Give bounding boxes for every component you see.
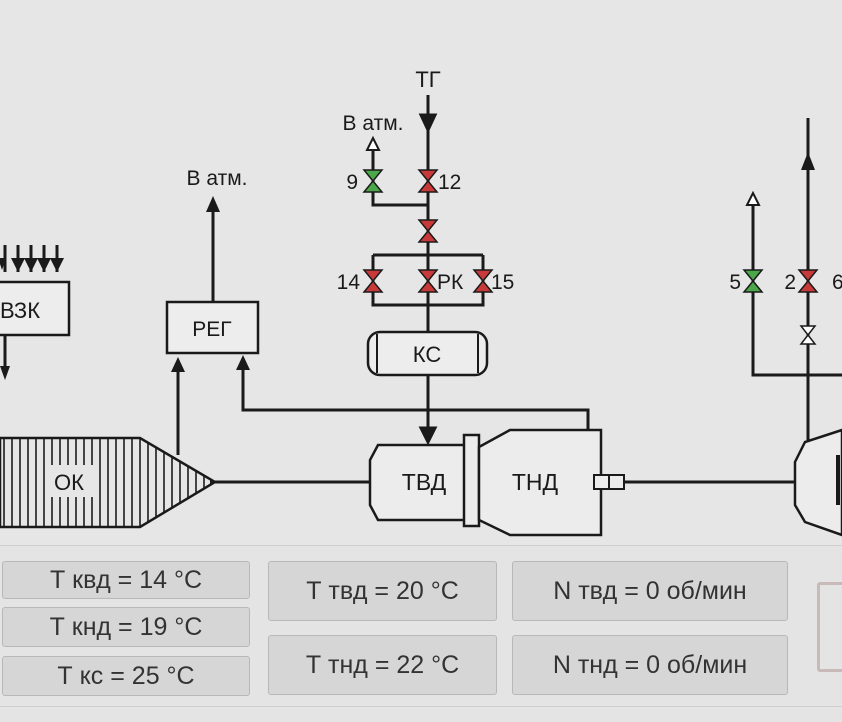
- label-valve-14: 14: [337, 271, 361, 294]
- readout-t-tvd: Т твд = 20 °С: [268, 561, 497, 621]
- label-valve-6: 6: [832, 271, 842, 294]
- label-atm-top: В атм.: [343, 112, 404, 135]
- label-tnd: ТНД: [512, 469, 559, 495]
- valve-9-icon: [362, 169, 384, 193]
- valve-middle-icon: [417, 219, 439, 243]
- label-reg: РЕГ: [192, 318, 231, 341]
- readout-t-kvd: Т квд = 14 °С: [2, 561, 250, 599]
- label-ks: КС: [413, 342, 442, 367]
- label-valve-5: 5: [729, 271, 741, 294]
- gas-turbine-scheme: ТГ В атм. В атм. ВЗК РЕГ КС ОК ТВД ТНД 9…: [0, 67, 842, 537]
- label-valve-12: 12: [438, 171, 461, 194]
- readout-t-tnd: Т тнд = 22 °С: [268, 635, 497, 695]
- label-tg: ТГ: [415, 67, 440, 92]
- readout-t-knd: Т кнд = 19 °С: [2, 607, 250, 647]
- valve-5-icon: [742, 269, 764, 293]
- valve-14-icon: [362, 269, 384, 293]
- side-control-box[interactable]: [817, 582, 842, 672]
- valve-rk-icon: [417, 269, 439, 293]
- label-valve-9: 9: [346, 171, 358, 194]
- valve-12-icon: [417, 169, 439, 193]
- valve-15-icon: [472, 269, 494, 293]
- label-ok: ОК: [54, 470, 84, 495]
- label-vzk: ВЗК: [0, 298, 40, 323]
- readout-n-tvd: N твд = 0 об/мин: [512, 561, 788, 621]
- divider: [0, 706, 842, 707]
- label-atm-reg: В атм.: [187, 167, 248, 190]
- label-tvd: ТВД: [402, 469, 447, 495]
- readout-t-ks: Т кс = 25 °С: [2, 656, 250, 696]
- valve-check-icon: [799, 325, 817, 345]
- label-valve-rk: РК: [437, 271, 464, 294]
- label-valve-2: 2: [784, 271, 796, 294]
- valve-2-icon: [797, 269, 819, 293]
- label-valve-15: 15: [491, 271, 514, 294]
- readout-n-tnd: N тнд = 0 об/мин: [512, 635, 788, 695]
